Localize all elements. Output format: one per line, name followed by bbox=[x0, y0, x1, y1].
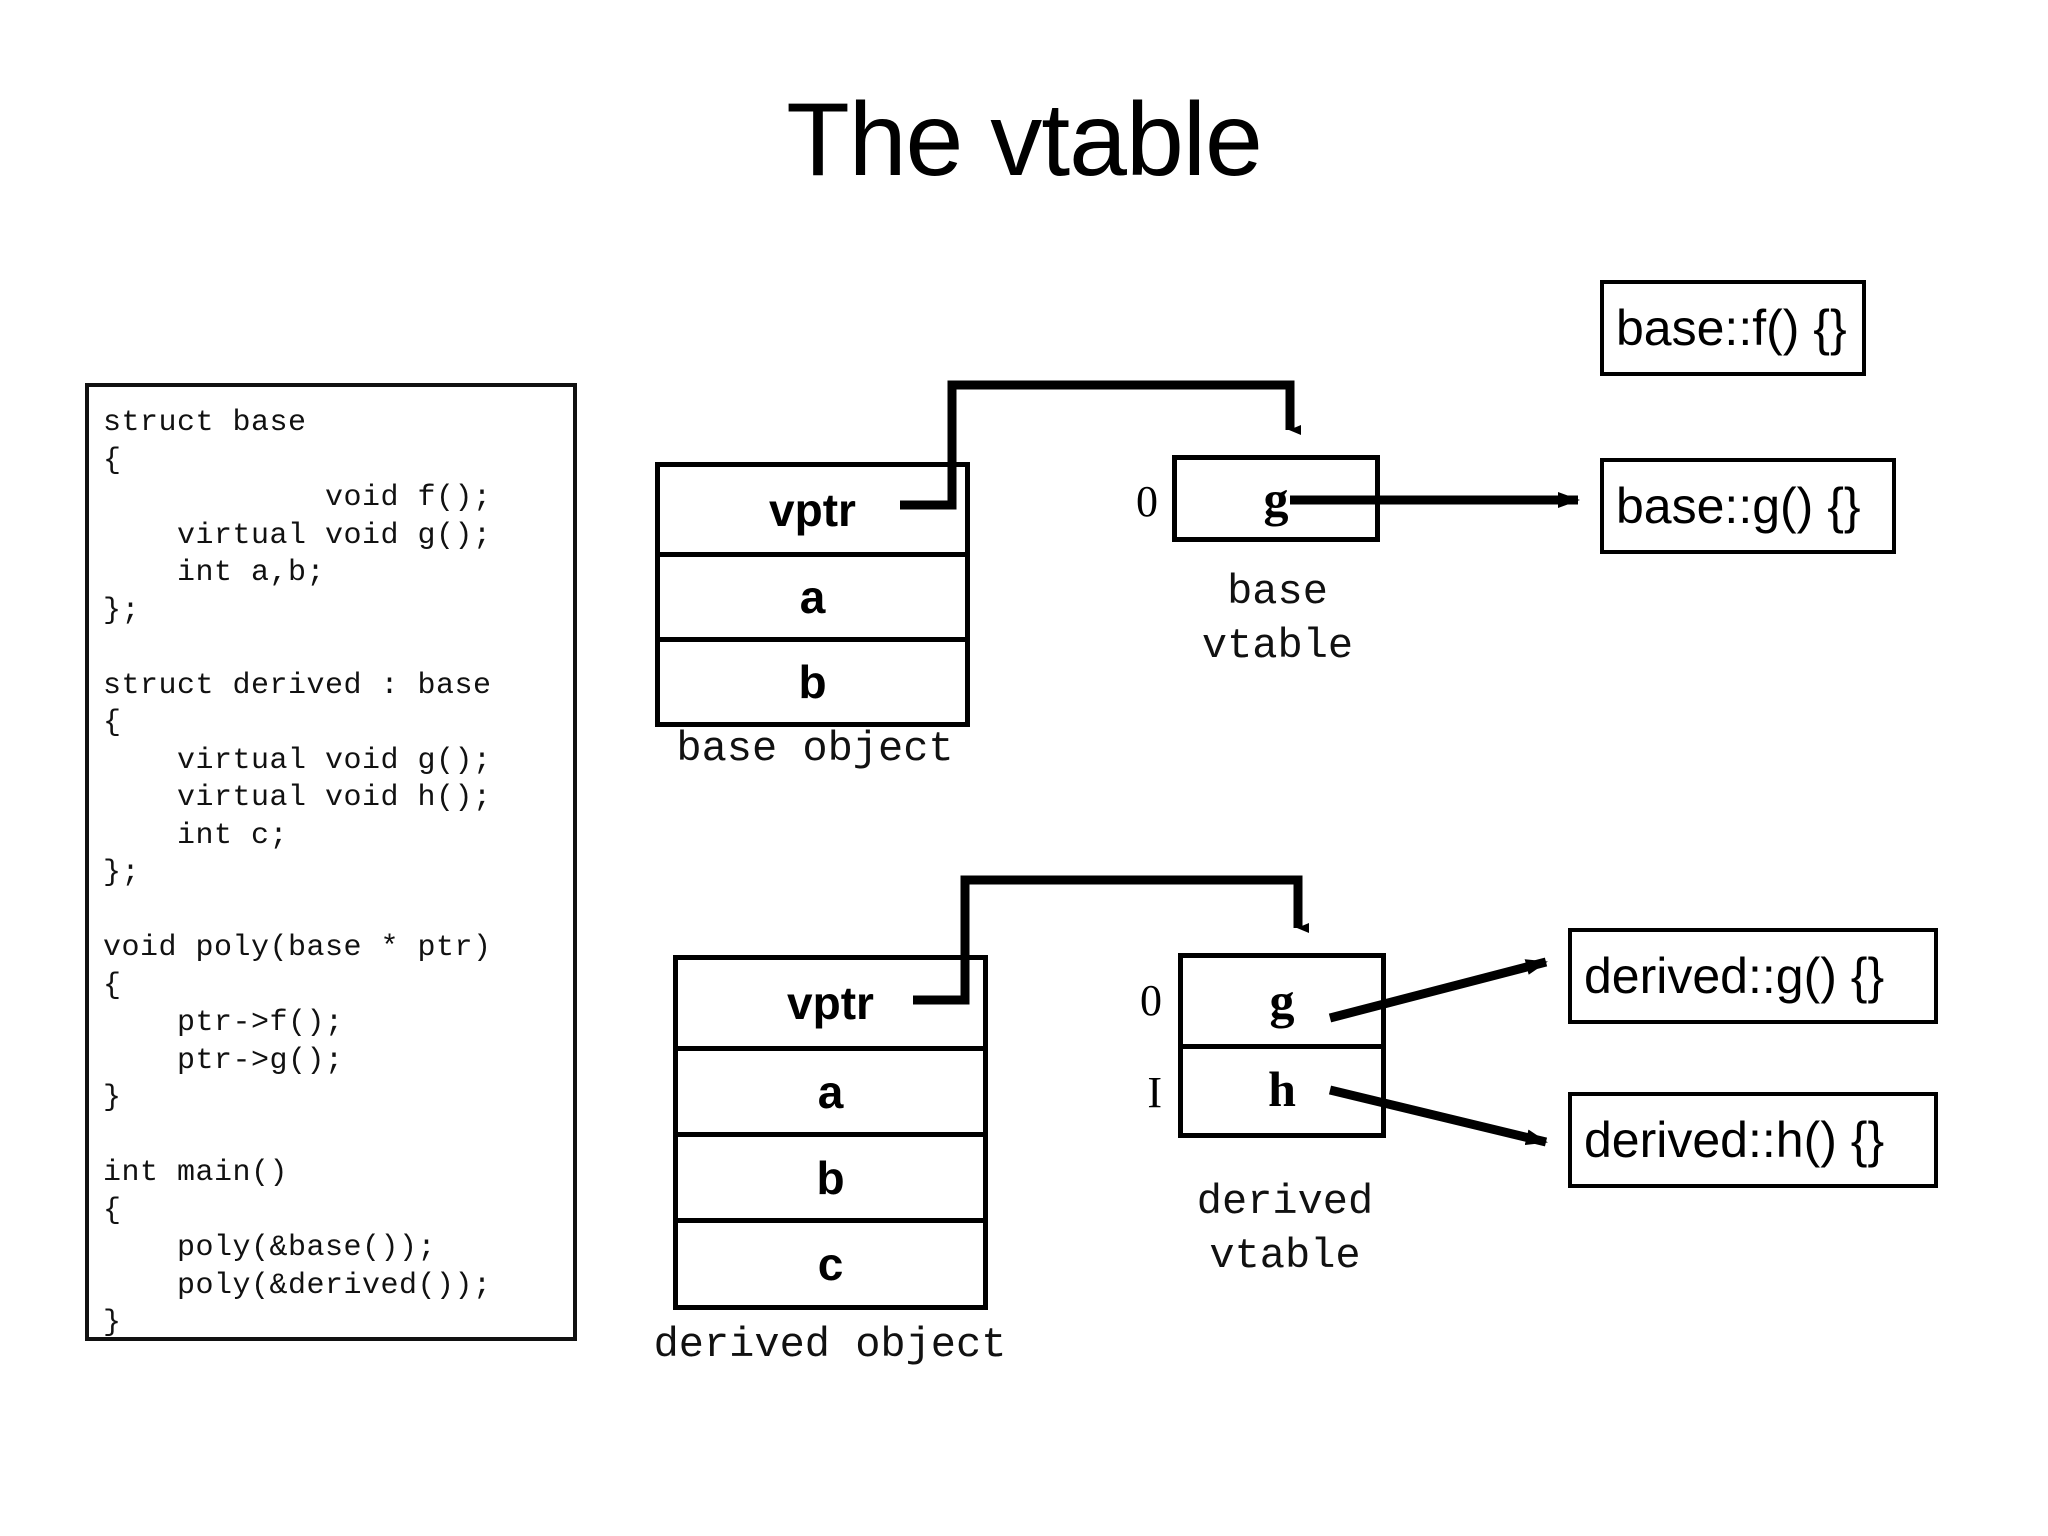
derived-vtable-caption-line1: derived bbox=[1196, 1178, 1374, 1226]
base-vtable-index-0: 0 bbox=[1136, 477, 1158, 526]
derived-object-row-b: b bbox=[678, 1132, 983, 1218]
base-object-row-vptr: vptr bbox=[769, 483, 856, 536]
function-box-derived-g: derived::g() {} bbox=[1568, 928, 1938, 1024]
derived-vtable-box: g h bbox=[1178, 953, 1386, 1138]
base-object-box: vptr a b bbox=[655, 462, 970, 727]
derived-vtable-row-h: h bbox=[1183, 1044, 1381, 1128]
source-code-panel: struct base { void f(); virtual void g()… bbox=[85, 383, 577, 1341]
base-object-caption: base object bbox=[676, 725, 954, 773]
derived-vtable-caption-line2: vtable bbox=[1209, 1232, 1361, 1280]
base-object-row-a: a bbox=[660, 552, 965, 637]
derived-object-row-c: c bbox=[678, 1218, 983, 1304]
derived-object-box: vptr a b c bbox=[673, 955, 988, 1310]
base-vtable-caption-line1: base bbox=[1227, 568, 1328, 616]
base-vtable-caption-line2: vtable bbox=[1201, 622, 1354, 670]
derived-object-caption: derived object bbox=[653, 1321, 1007, 1369]
function-box-base-f: base::f() {} bbox=[1600, 280, 1866, 376]
derived-vtable-index-1: I bbox=[1147, 1068, 1162, 1117]
base-vtable-box: g bbox=[1172, 455, 1380, 542]
base-vtable-row-g: g bbox=[1263, 470, 1289, 527]
derived-vtable-row-g: g bbox=[1269, 973, 1295, 1029]
function-box-base-g: base::g() {} bbox=[1600, 458, 1896, 554]
derived-object-row-a: a bbox=[678, 1046, 983, 1132]
function-box-derived-h: derived::h() {} bbox=[1568, 1092, 1938, 1188]
derived-vtable-index-0: 0 bbox=[1140, 976, 1162, 1025]
base-object-row-b: b bbox=[660, 637, 965, 722]
page-title: The vtable bbox=[786, 82, 1263, 198]
derived-object-row-vptr: vptr bbox=[787, 977, 874, 1029]
source-code-text: struct base { void f(); virtual void g()… bbox=[103, 406, 492, 1340]
